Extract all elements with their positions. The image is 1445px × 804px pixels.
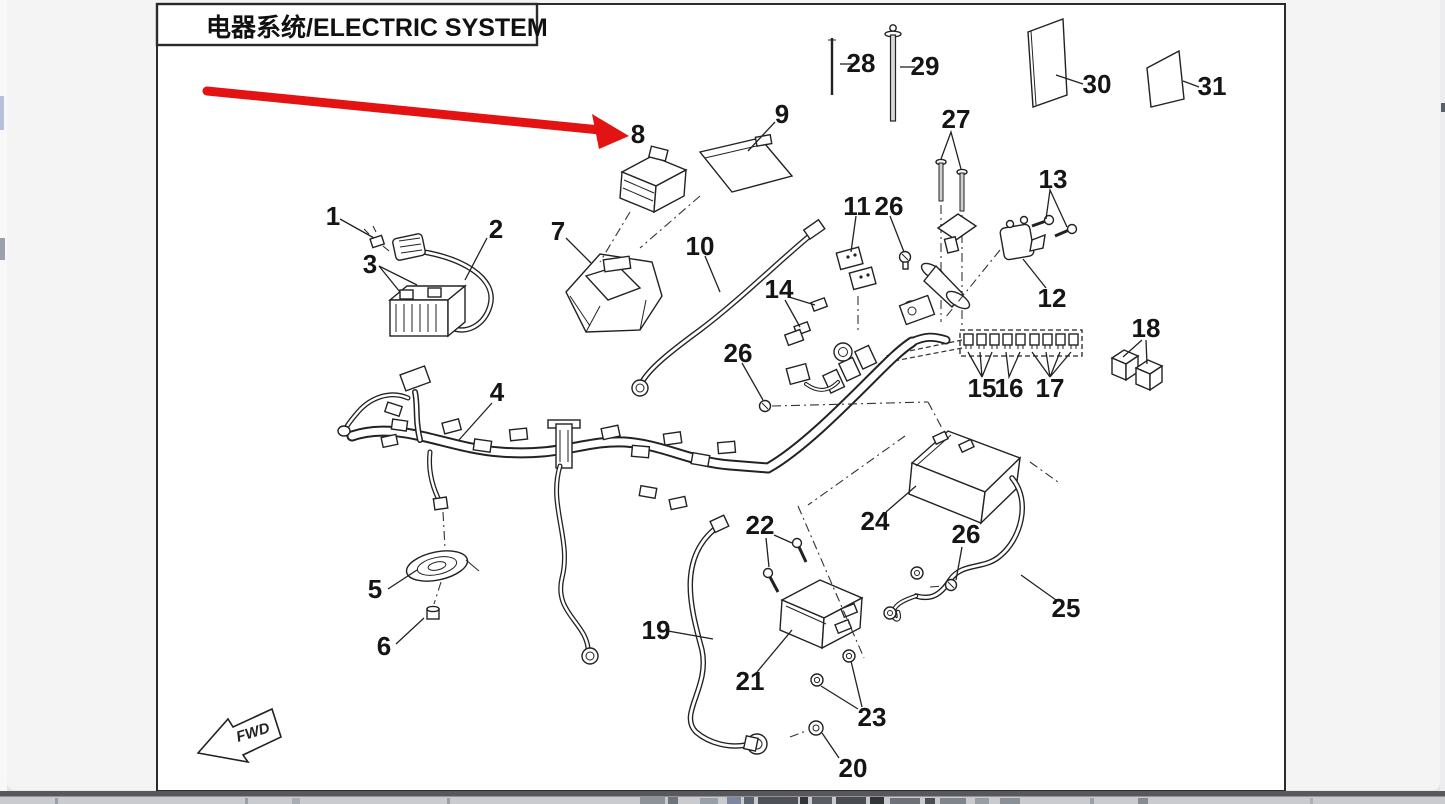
callout-4: 4 xyxy=(490,377,505,407)
part-12-solenoid xyxy=(999,215,1046,261)
callout-1: 1 xyxy=(326,201,340,231)
callout-30: 30 xyxy=(1083,69,1112,99)
part-19-cable xyxy=(687,514,768,755)
callout-27: 27 xyxy=(942,104,971,134)
part-31-sticker-sheet xyxy=(1146,49,1185,108)
part-26-bolt-b xyxy=(758,399,944,431)
part-11-sensor xyxy=(835,246,877,330)
callout-26b: 26 xyxy=(724,338,753,368)
callout-21: 21 xyxy=(736,666,765,696)
alignment-line-9-7 xyxy=(639,195,701,249)
part-2-jumper-cable xyxy=(392,233,494,333)
part-24-battery xyxy=(908,430,1059,525)
part-30-sticker-sheet xyxy=(1027,18,1068,108)
part-26-bolt-a xyxy=(898,250,912,270)
ignition-coil-assembly xyxy=(898,213,978,326)
mounting-plane-line xyxy=(807,435,906,506)
left-sliver-artifact xyxy=(0,96,4,130)
part-26-bolt-c xyxy=(929,578,958,592)
callout-19: 19 xyxy=(642,615,671,645)
part-9-controller-plate xyxy=(698,133,794,193)
callout-26c: 26 xyxy=(952,519,981,549)
right-sliver-artifact xyxy=(1441,103,1445,112)
part-5-horn xyxy=(405,511,480,605)
fuse-box-row xyxy=(877,329,1083,365)
callout-25: 25 xyxy=(1052,593,1081,623)
callout-24: 24 xyxy=(861,506,890,536)
page-title: 电器系统/ELECTRIC SYSTEM xyxy=(206,13,548,42)
alignment-line-12 xyxy=(944,249,1001,319)
part-25-battery-cable xyxy=(883,475,1025,622)
callout-11: 11 xyxy=(843,191,871,221)
callout-8: 8 xyxy=(631,119,645,149)
bottom-bar xyxy=(0,791,1445,804)
leader-lines xyxy=(339,63,1200,759)
callout-28: 28 xyxy=(847,48,876,78)
mounting-plane-line xyxy=(797,505,865,659)
callout-22: 22 xyxy=(746,510,775,540)
part-6-bolt xyxy=(426,605,440,620)
callout-23: 23 xyxy=(858,702,887,732)
red-highlight-arrow xyxy=(202,86,629,149)
callout-31: 31 xyxy=(1198,71,1227,101)
callout-14: 14 xyxy=(765,274,794,304)
part-3-relay-block xyxy=(388,284,467,338)
part-27-bolts xyxy=(935,158,968,328)
left-window-sliver xyxy=(0,0,7,791)
callout-18: 18 xyxy=(1132,313,1161,343)
part-22-bolts xyxy=(762,537,808,593)
callout-5: 5 xyxy=(368,574,382,604)
callout-15: 15 xyxy=(968,373,997,403)
part-13-bolts xyxy=(1031,214,1078,238)
part-10-cable xyxy=(631,218,826,397)
callout-7: 7 xyxy=(551,216,565,246)
callout-26a: 26 xyxy=(875,191,904,221)
callout-20: 20 xyxy=(839,753,868,783)
callout-2: 2 xyxy=(489,214,503,244)
right-window-sliver xyxy=(1440,0,1445,791)
part-8-ecm-module xyxy=(619,145,688,214)
callout-labels: 1 2 3 4 5 6 7 8 9 10 11 12 13 14 15 16 1… xyxy=(326,48,1227,783)
callout-17: 17 xyxy=(1036,373,1065,403)
part-18-relays xyxy=(1110,349,1164,392)
part-23-nuts xyxy=(810,649,856,687)
part-20-grommet xyxy=(789,720,824,738)
fwd-direction-arrow: FWD xyxy=(196,707,282,764)
callout-3: 3 xyxy=(363,249,377,279)
part-7-ecu-bracket xyxy=(565,253,663,333)
callout-16: 16 xyxy=(995,373,1024,403)
part-28-tie-rod xyxy=(828,38,836,95)
title-box: 电器系统/ELECTRIC SYSTEM xyxy=(155,2,548,47)
part-29-long-bolt xyxy=(884,24,902,122)
callout-12: 12 xyxy=(1038,283,1067,313)
callout-10: 10 xyxy=(686,231,715,261)
left-sliver-artifact xyxy=(0,238,5,260)
callout-13: 13 xyxy=(1039,164,1068,194)
callout-6: 6 xyxy=(377,631,391,661)
diagram-page xyxy=(156,3,1286,792)
callout-29: 29 xyxy=(911,51,940,81)
callout-9: 9 xyxy=(775,99,789,129)
part-4-main-harness xyxy=(337,328,951,665)
